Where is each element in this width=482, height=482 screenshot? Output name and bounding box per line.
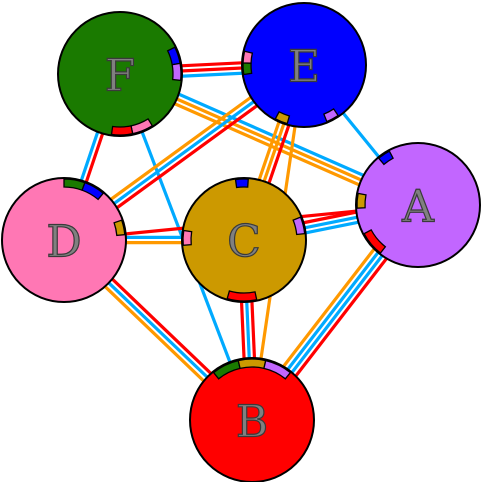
port-b [212, 358, 292, 380]
port-e [323, 108, 340, 123]
port-segment [110, 125, 134, 136]
port-e [242, 50, 254, 76]
port-segment [356, 192, 367, 209]
node-label-d: D [46, 217, 81, 268]
port-a [363, 229, 387, 254]
node-label-b: B [236, 397, 268, 448]
port-segment [323, 108, 340, 123]
node-label-a: A [401, 182, 435, 233]
port-d [63, 178, 105, 201]
port-f [110, 118, 154, 136]
port-segment [234, 178, 249, 189]
ports-layer [63, 46, 394, 380]
port-c [292, 216, 306, 236]
port-segment [237, 358, 267, 370]
port-e [274, 110, 291, 125]
node-f[interactable] [57, 11, 183, 137]
port-segment [242, 62, 253, 76]
port-c [182, 229, 193, 247]
port-segment [377, 150, 394, 166]
node-d[interactable] [1, 177, 127, 303]
port-segment [171, 62, 182, 82]
node-label-e: E [288, 42, 320, 93]
port-segment [363, 229, 387, 254]
labels-layer: A B C D E F [46, 41, 436, 448]
node-b[interactable] [189, 357, 315, 482]
port-d [113, 219, 126, 237]
port-segment [113, 219, 126, 237]
port-segment [182, 229, 193, 247]
port-segment [292, 216, 306, 236]
port-segment [263, 359, 292, 380]
port-a [356, 192, 367, 209]
node-label-c: C [227, 217, 261, 268]
port-segment [242, 50, 254, 64]
node-e[interactable] [241, 2, 367, 128]
node-a[interactable] [355, 142, 481, 268]
port-c [234, 178, 249, 189]
port-segment [81, 181, 105, 201]
node-c[interactable] [181, 177, 307, 303]
port-a [377, 150, 394, 166]
port-segment [274, 110, 291, 125]
node-label-f: F [105, 51, 136, 102]
port-f [166, 46, 182, 82]
port-segment [226, 290, 258, 302]
port-c [226, 290, 258, 302]
